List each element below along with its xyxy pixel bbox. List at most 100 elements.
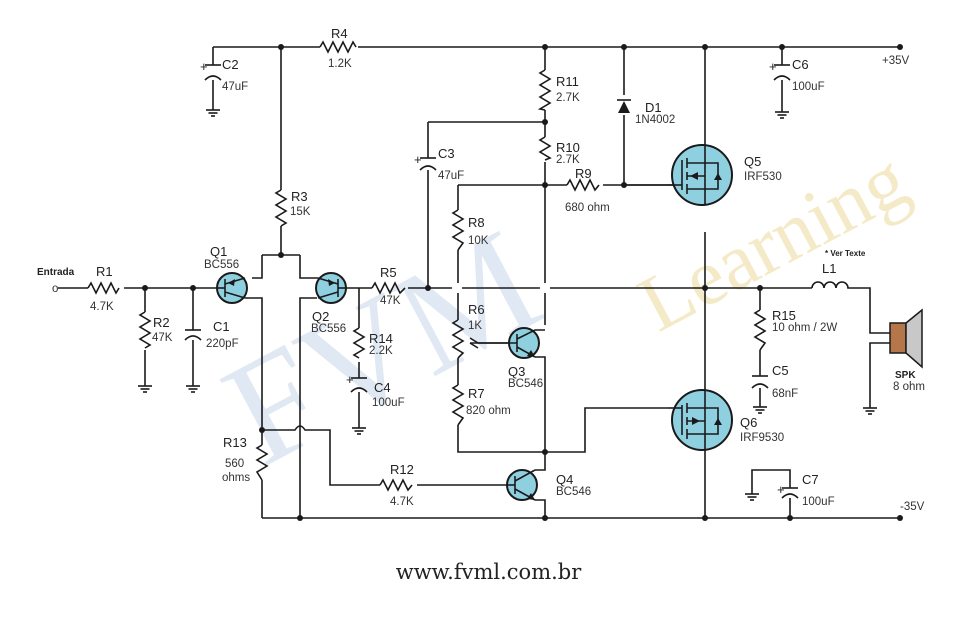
mosfet-q5	[668, 144, 733, 206]
r13-ref-label: R13	[223, 435, 247, 450]
c5-ref-label: C5	[772, 363, 789, 378]
-label: +	[346, 372, 354, 387]
transistor-q3	[478, 327, 545, 359]
q2-value-label: BC556	[311, 323, 346, 335]
r10-value-label: 2.7K	[556, 154, 580, 166]
capacitor-c7: +	[777, 482, 799, 499]
resistor-r8	[451, 209, 465, 251]
r6-value-label: 1K	[468, 320, 482, 332]
ground-icon	[137, 385, 153, 393]
capacitor-c1	[184, 329, 202, 341]
speaker-icon	[889, 308, 923, 369]
c6-value-label: 100uF	[792, 81, 825, 93]
r2-value-label: 47K	[152, 332, 173, 344]
r5-value-label: 47K	[380, 295, 401, 307]
c7-value-label: 100uF	[802, 496, 835, 508]
resistor-r15	[753, 309, 767, 351]
capacitor-c2: +	[200, 59, 222, 81]
inductor-l1	[811, 281, 850, 289]
q4-ref-label: Q4	[556, 472, 573, 487]
r1-ref-label: R1	[96, 264, 113, 279]
resistor-r13	[255, 444, 269, 481]
c5-value-label: 68nF	[772, 388, 798, 400]
r7-value-label: 820 ohm	[466, 405, 511, 417]
transistor-q4	[506, 469, 538, 501]
capacitor-c4: +	[346, 372, 368, 393]
q6-ref-label: Q6	[740, 415, 757, 430]
resistor-r2	[138, 311, 152, 349]
website-url: www.fvml.com.br	[395, 560, 582, 584]
resistor-r3	[274, 189, 288, 227]
c3-value-label: 47uF	[438, 170, 464, 182]
r8-ref-label: R8	[468, 215, 485, 230]
d1-ref-label: D1	[645, 100, 662, 115]
spk-ref-label: SPK	[895, 370, 916, 381]
positive-rail-label: +35V	[882, 55, 910, 67]
transistor-q2	[315, 272, 347, 304]
q2-ref-label: Q2	[312, 309, 329, 324]
r2-ref-label: R2	[153, 315, 170, 330]
-label: +	[200, 59, 208, 74]
resistor-r5	[371, 281, 406, 295]
q3-value-label: BC546	[508, 378, 543, 390]
note-label: * Ver Texte	[825, 249, 866, 258]
r4-value-label: 1.2K	[328, 58, 352, 70]
q5-value-label: IRF530	[744, 171, 782, 183]
q1-ref-label: Q1	[210, 244, 227, 259]
r13-value2-label: ohms	[222, 472, 250, 484]
resistor-r14	[352, 327, 366, 359]
c1-ref-label: C1	[213, 319, 230, 334]
spk-value-label: 8 ohm	[893, 381, 925, 393]
resistor-r7	[451, 384, 465, 426]
c1-value-label: 220pF	[206, 338, 239, 350]
resistor-r4	[319, 40, 357, 54]
c4-ref-label: C4	[374, 380, 391, 395]
potentiometer-r6	[451, 319, 465, 359]
resistor-r11	[537, 69, 552, 111]
r13-value-label: 560	[225, 458, 244, 470]
r6-ref-label: R6	[468, 302, 485, 317]
c2-ref-label: C2	[222, 57, 239, 72]
q4-value-label: BC546	[556, 486, 591, 498]
r11-value-label: 2.7K	[556, 92, 580, 104]
capacitor-c5	[751, 375, 769, 389]
ground-icon	[862, 407, 878, 415]
r7-ref-label: R7	[468, 386, 485, 401]
ground-icon	[774, 111, 790, 119]
input-label: Entrada	[37, 267, 75, 278]
r14-ref-label: R14	[369, 331, 393, 346]
r10-ref-label: R10	[556, 140, 580, 155]
r3-ref-label: R3	[291, 189, 308, 204]
q1-value-label: BC556	[204, 259, 239, 271]
r14-value-label: 2.2K	[369, 345, 393, 357]
q5-ref-label: Q5	[744, 154, 761, 169]
capacitor-c3: +	[414, 152, 437, 171]
r11-ref-label: R11	[556, 74, 579, 89]
r5-ref-label: R5	[380, 265, 397, 280]
c7-ref-label: C7	[802, 472, 819, 487]
-label: +	[769, 59, 777, 74]
c2-value-label: 47uF	[222, 81, 248, 93]
d1-value-label: 1N4002	[635, 114, 675, 126]
r12-value-label: 4.7K	[390, 496, 414, 508]
r4-ref-label: R4	[331, 26, 348, 41]
transistor-q1	[216, 272, 248, 304]
l1-ref-label: L1	[822, 261, 836, 276]
c3-ref-label: C3	[438, 146, 455, 161]
r3-value-label: 15K	[290, 206, 311, 218]
resistors	[87, 40, 767, 492]
ground-icon	[744, 493, 760, 501]
resistor-r10	[538, 136, 552, 161]
r9-value-label: 680 ohm	[565, 202, 610, 214]
ground-icon	[752, 406, 768, 414]
r8-value-label: 10K	[468, 235, 489, 247]
diode-d1	[617, 99, 631, 113]
ground-icon	[185, 385, 201, 393]
q6-value-label: IRF9530	[740, 432, 784, 444]
resistor-r12	[379, 478, 413, 492]
capacitors: + + + + +	[184, 59, 799, 499]
-label: +	[414, 152, 422, 167]
labels: Entrada o +35V -35V * Ver Texte R14.7K R…	[37, 26, 925, 513]
potentiometer-r6-wiper	[469, 337, 479, 349]
